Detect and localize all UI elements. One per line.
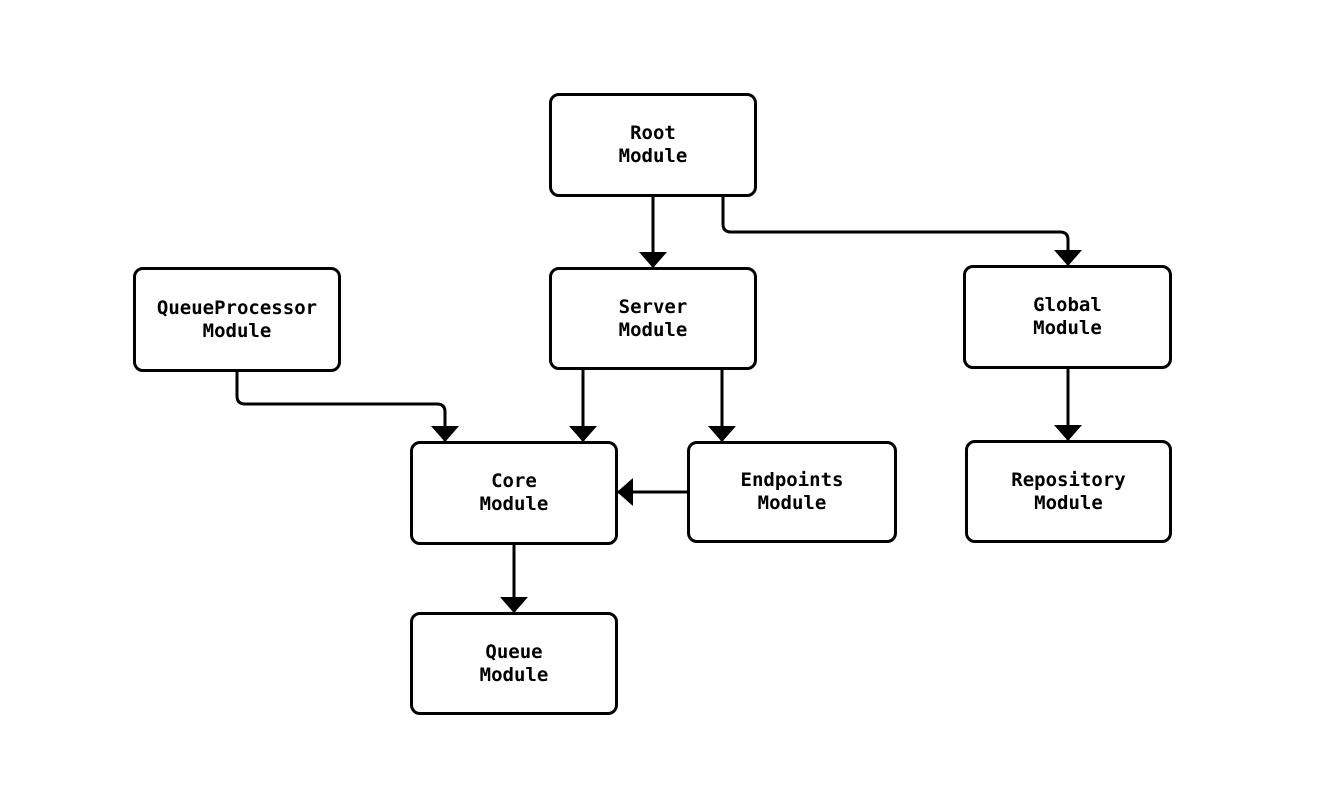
- node-root-module-label: Root Module: [618, 122, 688, 167]
- node-server-module: Server Module: [549, 267, 757, 370]
- node-global-module: Global Module: [963, 265, 1172, 369]
- edge-group: [235, 197, 1082, 613]
- edge-root-to-global: [721, 197, 1082, 266]
- node-core-module-label: Core Module: [479, 470, 549, 515]
- node-queueprocessor-module-label: QueueProcessor Module: [156, 296, 318, 342]
- node-repository-module: Repository Module: [965, 440, 1172, 543]
- node-queue-module-label: Queue Module: [479, 640, 549, 686]
- node-queue-module: Queue Module: [410, 612, 618, 715]
- node-server-module-label: Server Module: [618, 295, 688, 341]
- node-endpoints-module: Endpoints Module: [687, 441, 897, 543]
- node-global-module-label: Global Module: [1033, 294, 1102, 339]
- edge-queueprocessor-to-core: [235, 372, 459, 442]
- node-root-module: Root Module: [549, 93, 757, 197]
- node-core-module: Core Module: [410, 441, 618, 545]
- node-queueprocessor-module: QueueProcessor Module: [133, 267, 341, 372]
- node-endpoints-module-label: Endpoints Module: [740, 469, 844, 514]
- node-repository-module-label: Repository Module: [1011, 468, 1126, 514]
